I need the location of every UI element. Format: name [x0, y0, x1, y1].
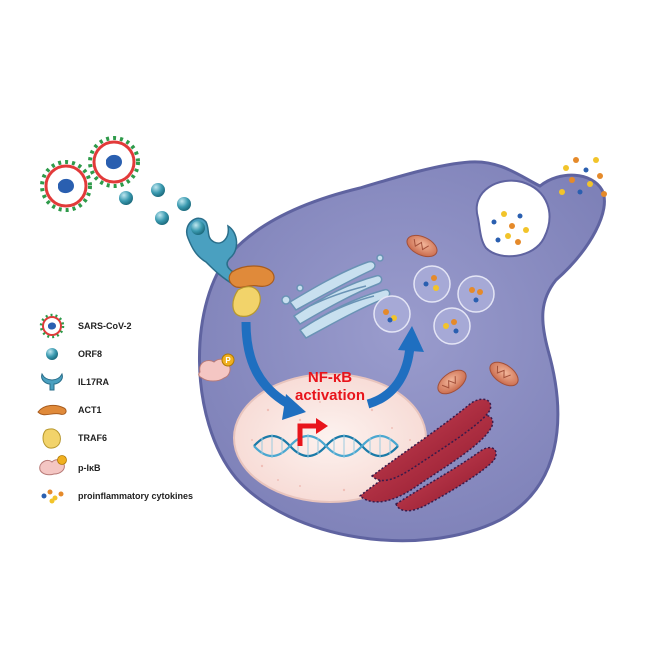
phospho-mark: P: [225, 356, 231, 365]
sars-cov-2-virus: [88, 136, 140, 188]
cytokines-icon: [41, 489, 64, 504]
p-ikb-protein: P: [198, 353, 235, 382]
pathway-arrow-up: [366, 345, 415, 409]
legend-label-il17ra: IL17RA: [78, 377, 110, 387]
orf8-icon: [46, 348, 58, 360]
endoplasmic-reticulum: [358, 398, 497, 512]
mitochondrion-3: [489, 361, 519, 387]
orf8-particles: [119, 183, 205, 235]
nfkb-label-line1: NF-κB: [308, 369, 352, 386]
golgi-apparatus: [281, 254, 391, 339]
legend-label-traf6: TRAF6: [78, 433, 107, 443]
nfkb-label-line2: activation: [295, 387, 365, 404]
il17ra-receptor: [185, 217, 241, 288]
legend-item: IL17RA: [41, 372, 110, 391]
nucleus: NF-κB activation: [233, 369, 427, 503]
traf6-protein: [232, 286, 261, 317]
legend-label-cytokines: proinflammatory cytokines: [78, 491, 193, 501]
mitochondria: [406, 234, 519, 395]
sars-cov-2-icon: [39, 313, 65, 339]
secreted-cytokines-in-pocket: [491, 211, 529, 245]
legend-item: SARS-CoV-2: [39, 313, 132, 339]
transcription-arrow: [297, 423, 318, 446]
act1-icon: [37, 404, 67, 416]
pathway-arrows: [241, 321, 424, 420]
vesicle: [457, 275, 495, 313]
mitochondrion-1: [406, 234, 438, 258]
legend-item: TRAF6: [42, 428, 107, 449]
vesicle: [373, 295, 411, 333]
legend-item: proinflammatory cytokines: [41, 489, 193, 504]
legend-item: ACT1: [37, 404, 102, 416]
p-ikb-icon: [39, 455, 67, 476]
secretory-pocket: [475, 179, 551, 258]
legend: SARS-CoV-2 ORF8 IL17RA ACT1 TRAF6 p: [37, 313, 193, 504]
legend-item: ORF8: [46, 348, 102, 360]
sars-cov-2-virus: [40, 160, 92, 212]
legend-label-orf8: ORF8: [78, 349, 102, 359]
released-cytokines: [559, 157, 607, 197]
vesicle: [413, 265, 451, 303]
vesicle: [433, 307, 471, 345]
mitochondrion-2: [437, 369, 467, 395]
legend-label-sars-cov-2: SARS-CoV-2: [78, 321, 132, 331]
pathway-arrow-down: [241, 321, 295, 410]
legend-item: p-IκB: [39, 455, 101, 476]
il17ra-icon: [41, 372, 63, 391]
legend-label-act1: ACT1: [78, 405, 102, 415]
traf6-icon: [42, 428, 61, 449]
cytokine-vesicles: [373, 157, 607, 345]
act1-protein: [228, 265, 275, 289]
legend-label-p-ikb: p-IκB: [78, 463, 101, 473]
